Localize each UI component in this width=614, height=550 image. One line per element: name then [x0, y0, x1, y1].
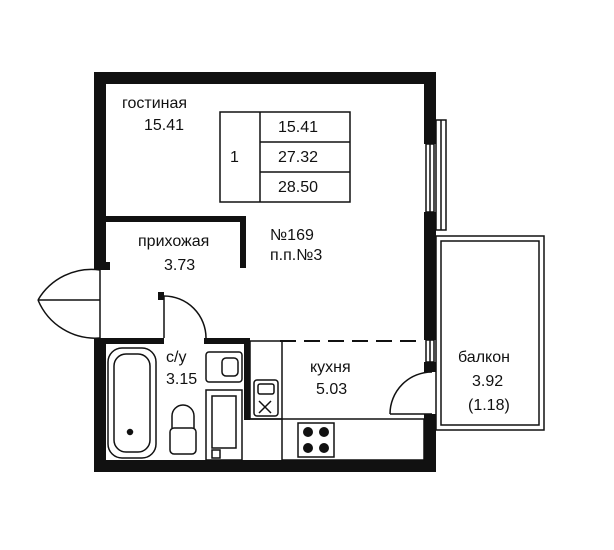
kitchen-name: кухня	[310, 359, 351, 376]
living-room-area: 15.41	[144, 117, 185, 134]
balcony-outline	[435, 235, 545, 431]
bottom-wall	[94, 460, 436, 472]
table-total-area: 27.32	[278, 149, 319, 166]
bathroom-wall-stub	[158, 292, 164, 300]
building-number: п.п.№3	[270, 247, 323, 264]
outer-walls	[94, 72, 436, 472]
hallway-left-stub	[102, 262, 110, 270]
right-wall-bottom	[424, 414, 436, 472]
right-window-upper	[425, 119, 447, 231]
left-wall-lower	[94, 338, 106, 472]
summary-table-grid	[219, 111, 351, 203]
left-wall-upper	[94, 72, 106, 270]
balcony-reduced-area: (1.18)	[468, 397, 510, 414]
balcony-door	[389, 371, 433, 415]
hallway-area: 3.73	[164, 257, 196, 274]
bathroom-area: 3.15	[166, 371, 198, 388]
sink	[253, 379, 279, 417]
balcony-name: балкон	[458, 349, 510, 366]
bathtub	[107, 347, 157, 459]
living-room-name: гостиная	[122, 95, 188, 112]
hallway-name: прихожая	[138, 233, 210, 250]
bathroom-top-wall	[106, 338, 164, 344]
balcony-area: 3.92	[472, 373, 504, 390]
right-wall-lower	[424, 362, 436, 372]
hallway-top-wall	[106, 216, 246, 222]
table-living-area: 15.41	[278, 119, 319, 136]
stove	[297, 422, 335, 458]
kitchen-counter	[249, 340, 425, 461]
table-total-area-with-balcony: 28.50	[278, 179, 319, 196]
bathroom-left-wall	[94, 338, 106, 348]
right-wall-middle	[424, 212, 436, 340]
entrance-door	[37, 268, 101, 339]
toilet	[169, 404, 197, 455]
bathroom-top-right-wall	[204, 338, 250, 344]
bathroom-right-wall	[244, 340, 250, 420]
right-window-lower	[425, 339, 435, 363]
hallway-right-wall	[240, 216, 246, 268]
top-wall	[94, 72, 436, 84]
kitchen-area: 5.03	[316, 381, 348, 398]
apartment-number: №169	[270, 227, 314, 244]
bathroom-name: с/у	[166, 349, 187, 366]
washing-machine	[205, 389, 243, 461]
table-rooms-count: 1	[230, 149, 239, 166]
bathroom-door	[163, 295, 207, 339]
washbasin	[205, 351, 243, 383]
right-wall-top	[424, 72, 436, 144]
